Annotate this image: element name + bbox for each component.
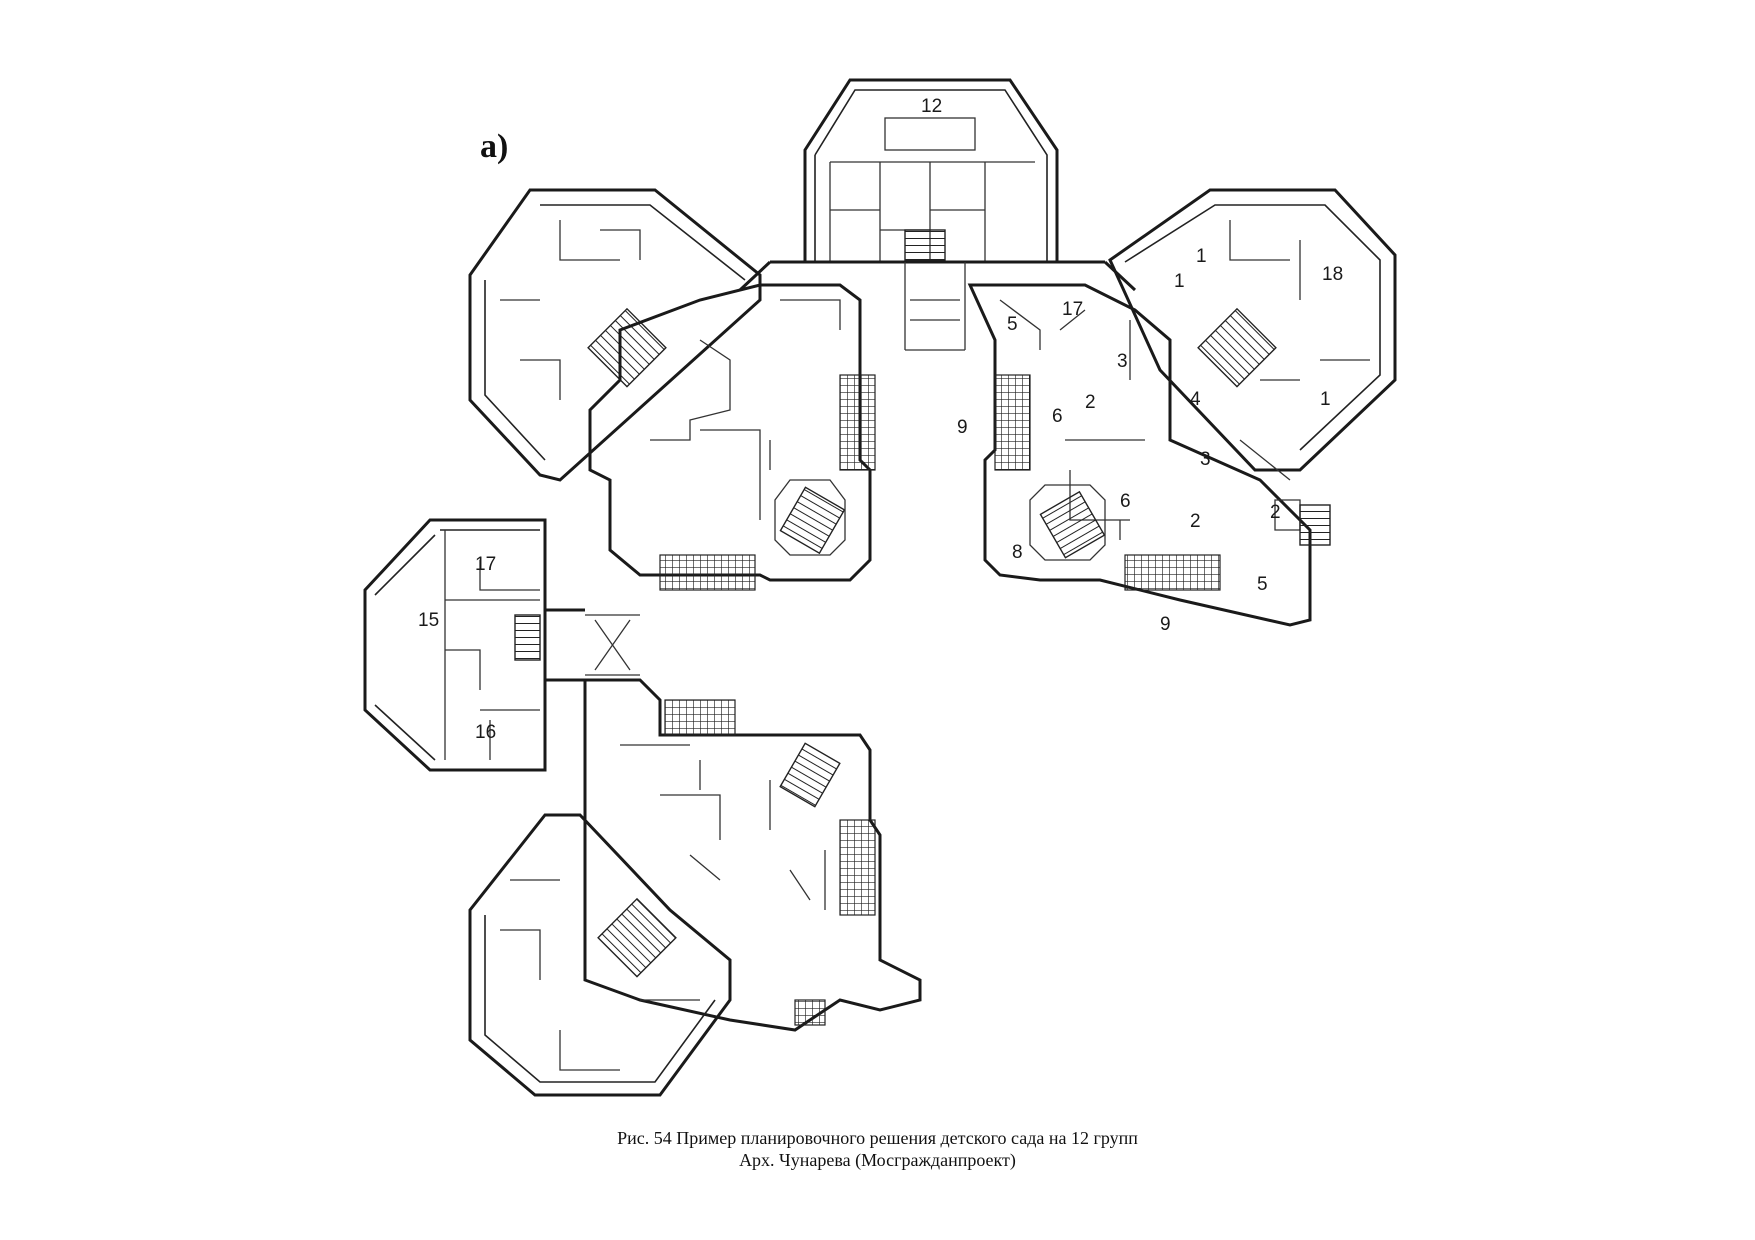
room-number-16: 16	[475, 722, 496, 743]
central-left-core	[588, 283, 876, 591]
room-number-9: 9	[1160, 614, 1171, 635]
group-cell-upper-right	[1108, 188, 1397, 472]
room-number-9: 9	[957, 417, 968, 438]
central-corridor	[738, 260, 1137, 351]
room-number-5: 5	[1257, 574, 1268, 595]
room-number-1: 1	[1196, 246, 1207, 267]
group-cell-upper-left	[468, 188, 762, 482]
room-number-3: 3	[1200, 449, 1211, 470]
room-number-2: 2	[1190, 511, 1201, 532]
room-number-2: 2	[1085, 392, 1096, 413]
room-number-3: 3	[1117, 351, 1128, 372]
room-number-4: 4	[1190, 389, 1201, 410]
subfigure-label: а)	[480, 128, 508, 165]
room-number-5: 5	[1007, 314, 1018, 335]
room-number-2: 2	[1270, 502, 1281, 523]
central-lower-core	[583, 678, 922, 1032]
room-number-12: 12	[921, 96, 942, 117]
room-number-6: 6	[1052, 406, 1063, 427]
central-right-core	[967, 283, 1331, 627]
group-cell-lower-left	[468, 813, 732, 1097]
room-number-15: 15	[418, 610, 439, 631]
room-number-1: 1	[1174, 271, 1185, 292]
figure-caption-line-2: Арх. Чунарева (Мосгражданпроект)	[739, 1150, 1016, 1170]
left-service-block	[363, 518, 640, 772]
room-number-17: 17	[475, 554, 496, 575]
room-number-17: 17	[1062, 299, 1083, 320]
room-number-8: 8	[1012, 542, 1023, 563]
figure-caption-line-1: Рис. 54 Пример планировочного решения де…	[617, 1128, 1138, 1148]
room-number-18: 18	[1322, 264, 1343, 285]
room-number-1: 1	[1320, 389, 1331, 410]
room-number-6: 6	[1120, 491, 1131, 512]
